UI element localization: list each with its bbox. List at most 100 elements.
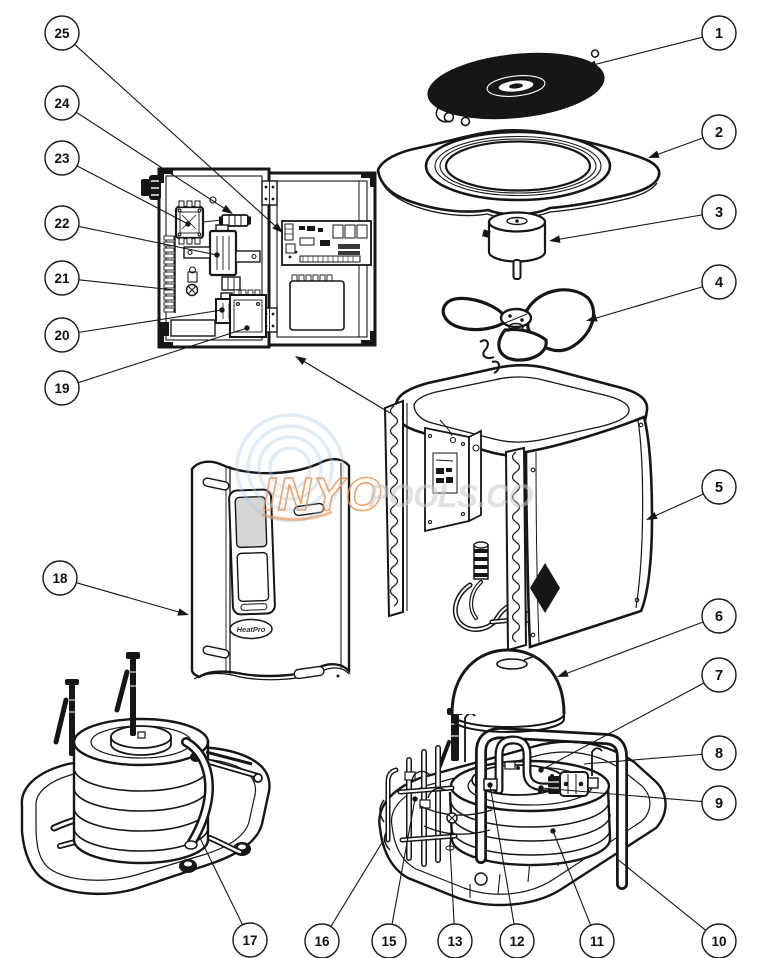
leader-dot-15 (412, 796, 418, 802)
callout-16: 16 (304, 840, 384, 958)
callout-circle-13 (437, 923, 473, 958)
electrical-box-part (141, 167, 377, 349)
callout-25: 25 (44, 15, 283, 233)
callout-12: 12 (487, 782, 535, 958)
callout-number-21: 21 (54, 271, 70, 286)
callout-22: 22 (44, 205, 220, 258)
leader-line-10 (615, 857, 707, 931)
callout-number-3: 3 (715, 205, 723, 221)
leader-line-23 (76, 165, 189, 225)
door-terminal-block (289, 274, 345, 331)
leader-line-1 (593, 36, 703, 66)
leader-line-25 (74, 43, 277, 228)
watermark-swoosh (261, 510, 333, 521)
callout-19: 19 (44, 325, 250, 406)
callout-number-12: 12 (509, 934, 524, 949)
callout-circle-1 (701, 15, 737, 51)
fan-guard-part (427, 49, 605, 127)
detail-pointer (295, 356, 391, 414)
conduit-fitting (141, 175, 161, 200)
callout-number-9: 9 (715, 796, 723, 812)
callout-number-13: 13 (447, 934, 463, 949)
callout-7: 7 (538, 657, 737, 773)
watermark-text-prefix: INYO (263, 468, 383, 520)
callout-circle-22 (44, 205, 80, 241)
leader-line-15 (391, 798, 416, 925)
callout-circle-8 (701, 735, 737, 771)
callout-number-19: 19 (54, 381, 69, 396)
leader-line-12 (489, 784, 515, 925)
leader-arrowhead (557, 669, 569, 677)
callout-circle-20 (44, 317, 80, 353)
panel-display-window (228, 488, 276, 616)
leader-line-7 (540, 682, 705, 771)
leader-line-19 (78, 327, 248, 384)
watermark-text-suffix: POOLS.CO (368, 478, 534, 514)
leader-dot-12 (487, 782, 493, 788)
callout-1: 1 (585, 15, 737, 68)
callout-circle-25 (44, 15, 80, 51)
circuit-board-component (281, 220, 372, 266)
callout-number-5: 5 (715, 480, 723, 496)
callout-number-7: 7 (715, 668, 723, 684)
leader-dot-23 (185, 221, 191, 227)
callout-circle-21 (44, 260, 80, 296)
callout-number-18: 18 (52, 571, 68, 586)
leader-line-4 (594, 286, 703, 319)
callout-circle-23 (44, 140, 80, 176)
callout-9: 9 (538, 785, 737, 821)
compressor-assembly-part (378, 648, 667, 907)
warning-diamond-label (530, 563, 560, 613)
callout-circle-6 (701, 598, 737, 634)
leader-dot-9 (538, 785, 544, 791)
leader-line-18 (76, 582, 181, 614)
callout-3: 3 (549, 194, 737, 243)
callout-23: 23 (44, 140, 191, 227)
callout-15: 15 (371, 796, 418, 958)
water-valve-left (53, 679, 79, 756)
leader-line-6 (565, 621, 704, 675)
callout-24: 24 (44, 85, 233, 214)
watermark-swirl-logo (235, 413, 345, 523)
fan-blade-part (441, 288, 596, 362)
water-valve-center (114, 652, 140, 736)
fan-top-cover-part (376, 128, 661, 219)
leader-arrowhead (586, 314, 598, 322)
callout-circle-4 (701, 264, 737, 300)
callout-4: 4 (586, 264, 737, 322)
callout-11: 11 (550, 828, 615, 958)
callout-circle-11 (579, 923, 615, 958)
callout-number-11: 11 (590, 934, 605, 949)
leader-arrowhead (295, 356, 307, 365)
callout-20: 20 (44, 307, 225, 353)
heatpro-logo-text: HeatPro (237, 625, 266, 634)
cabinet-part (383, 339, 654, 652)
din-rail (170, 319, 216, 337)
callout-number-10: 10 (711, 934, 726, 949)
leader-dot-20 (219, 307, 225, 313)
leader-line-5 (653, 493, 704, 517)
callout-number-15: 15 (381, 934, 397, 949)
callout-5: 5 (646, 469, 737, 520)
terminal-strip-component (160, 235, 176, 336)
callout-6: 6 (557, 598, 737, 677)
leader-line-20 (78, 309, 223, 333)
callout-number-20: 20 (54, 328, 69, 343)
callout-number-4: 4 (715, 275, 723, 291)
door-hinge-top (261, 180, 278, 206)
callout-number-24: 24 (54, 96, 70, 111)
callout-circle-2 (701, 114, 737, 150)
callout-circle-12 (499, 923, 535, 958)
cabinet-control-box (424, 419, 482, 533)
callout-number-23: 23 (54, 151, 70, 166)
callout-17: 17 (198, 835, 268, 958)
leader-line-9 (540, 787, 703, 803)
callout-circle-7 (701, 657, 737, 693)
callout-circle-3 (701, 194, 737, 230)
leader-arrowhead (549, 235, 561, 243)
callout-circle-16 (304, 923, 340, 958)
callout-circle-24 (44, 85, 80, 121)
